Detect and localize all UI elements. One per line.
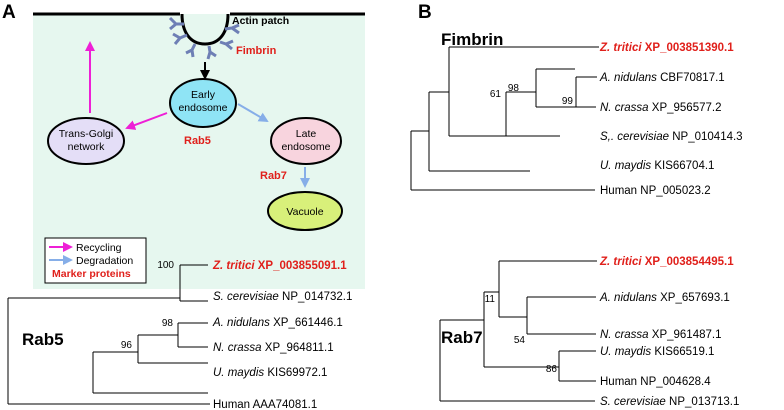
bootstrap-rab5-2: 98 xyxy=(162,318,174,329)
rab5-leaf-5: U. maydis KIS69972.1 xyxy=(213,367,327,379)
degradation-arrow-to-late xyxy=(237,103,269,123)
fimbrin-leaf-1: Z. tritici XP_003851390.1 xyxy=(599,42,734,54)
tree-fimbrin-branches xyxy=(410,46,599,191)
tree-rab5-branches xyxy=(7,264,210,405)
rab7-leaf-4: U. maydis KIS66519.1 xyxy=(600,346,714,358)
bootstrap-fimbrin-3: 61 xyxy=(490,89,502,100)
legend-marker: Marker proteins xyxy=(52,268,131,280)
legend-degradation: Degradation xyxy=(76,255,133,267)
tree-title-rab5: Rab5 xyxy=(22,330,64,349)
late-endosome-label-1: Late xyxy=(296,128,317,140)
tree-title-rab7: Rab7 xyxy=(441,328,483,347)
vacuole xyxy=(267,191,343,231)
fimbrin-leaf-3: N. crassa XP_956577.2 xyxy=(600,102,721,114)
legend: Recycling Degradation Marker proteins xyxy=(44,237,147,284)
tree-title-fimbrin: Fimbrin xyxy=(441,30,503,49)
bootstrap-rab5-3: 96 xyxy=(121,340,133,351)
early-endosome xyxy=(169,78,237,128)
fimbrin-leaf-4: S,. cerevisiae NP_010414.3 xyxy=(600,131,743,143)
late-endosome xyxy=(270,117,342,165)
trans-golgi-network xyxy=(47,117,125,165)
rab7-leaf-3: N. crassa XP_961487.1 xyxy=(600,329,721,341)
tree-rab5: Rab5 100 98 96 Z. tritici XP_003855091.1… xyxy=(7,260,352,410)
rab5-leaf-6: Human AAA74081.1 xyxy=(213,399,317,410)
panel-letter-b: B xyxy=(418,2,432,23)
panel-letter-a: A xyxy=(2,2,16,23)
rab7-leaf-6: S. cerevisiae NP_013713.1 xyxy=(600,396,739,408)
rab7-leaf-2: A. nidulans XP_657693.1 xyxy=(599,292,730,304)
fimbrin-label: Fimbrin xyxy=(236,45,277,57)
fimbrin-leaf-2: A. nidulans CBF70817.1 xyxy=(599,72,725,84)
early-endosome-label-2: endosome xyxy=(178,102,227,114)
rab5-leaf-1: Z. tritici XP_003855091.1 xyxy=(212,260,347,272)
bootstrap-fimbrin-2: 99 xyxy=(562,96,574,107)
rab7-leaf-1: Z. tritici XP_003854495.1 xyxy=(599,256,734,268)
early-endosome-label-1: Early xyxy=(191,89,216,101)
actin-patch-icon xyxy=(168,16,240,60)
rab5-leaf-2: S. cerevisiae NP_014732.1 xyxy=(213,291,352,303)
fimbrin-leaf-5: U. maydis KIS66704.1 xyxy=(600,160,714,172)
tree-rab7-branches xyxy=(439,260,597,402)
rab5-leaf-3: A. nidulans XP_661446.1 xyxy=(212,317,343,329)
rab5-leaf-4: N. crassa XP_964811.1 xyxy=(213,342,334,354)
tree-fimbrin: Fimbrin 98 99 61 Z. tritici XP_003851390… xyxy=(410,30,743,197)
endocytosis-diagram: Actin patch Fimbrin Early endosome Rab5 … xyxy=(33,12,365,289)
rab7-label: Rab7 xyxy=(260,170,287,182)
fimbrin-leaf-6: Human NP_005023.2 xyxy=(600,185,711,197)
trans-golgi-label-1: Trans-Golgi xyxy=(59,128,113,140)
rab5-label: Rab5 xyxy=(184,135,211,147)
bootstrap-rab7-3: 86 xyxy=(546,364,558,375)
vacuole-label: Vacuole xyxy=(286,206,323,218)
tree-rab7: Rab7 11 54 86 Z. tritici XP_003854495.1 … xyxy=(439,256,739,408)
rab7-leaf-5: Human NP_004628.4 xyxy=(600,376,711,388)
legend-box xyxy=(44,237,147,284)
bootstrap-rab7-1: 11 xyxy=(485,294,496,305)
bootstrap-fimbrin-1: 98 xyxy=(508,83,520,94)
legend-recycling: Recycling xyxy=(76,242,122,254)
recycling-arrow-to-golgi xyxy=(125,112,168,130)
late-endosome-label-2: endosome xyxy=(281,141,330,153)
trans-golgi-label-2: network xyxy=(68,141,106,153)
bootstrap-rab7-2: 54 xyxy=(514,335,526,346)
actin-patch-label: Actin patch xyxy=(232,15,289,27)
bootstrap-rab5-1: 100 xyxy=(157,260,174,271)
